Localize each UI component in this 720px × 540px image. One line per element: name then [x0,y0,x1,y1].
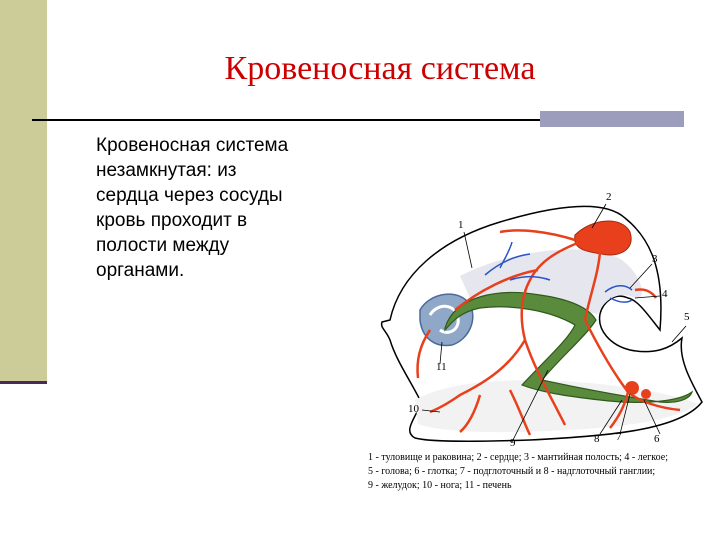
divider-accent-block [540,111,684,127]
label-2: 2 [606,191,612,203]
liver-coil-line [428,304,460,334]
label-4: 4 [662,288,668,300]
label-10: 10 [408,403,420,415]
label-3: 3 [652,253,658,265]
slide-body-text: Кровеносная система незамкнутая: из серд… [96,135,289,281]
diagram-caption: 1 - туловище и раковина; 2 - сердце; 3 -… [368,451,708,493]
slide-title: Кровеносная система [224,50,536,87]
ganglion-subpharyngeal [625,381,639,395]
caption-line: 1 - туловище и раковина; 2 - сердце; 3 -… [368,452,668,463]
caption-line: 5 - голова; 6 - глотка; 7 - подглоточный… [368,466,656,477]
ganglion-supraesophageal [641,389,651,399]
label-6: 6 [654,433,660,445]
label-5: 5 [684,311,690,323]
label-8: 8 [594,433,600,445]
label-9: 9 [510,437,516,449]
snail-circulatory-diagram: 1 2 3 4 5 6 7 8 9 10 11 [380,191,703,449]
gut [444,292,694,403]
lung-vessels [484,241,633,303]
label-7: 7 [616,431,622,443]
side-accent-bar-edge [0,381,47,384]
heart [574,220,632,256]
label-1: 1 [458,219,464,231]
label-11: 11 [436,361,447,373]
caption-line: 9 - желудок; 10 - нога; 11 - печень [368,480,512,491]
label-leaders [421,203,687,443]
blood-vessels [416,229,681,436]
side-accent-bar [0,0,47,384]
title-divider [32,119,684,121]
